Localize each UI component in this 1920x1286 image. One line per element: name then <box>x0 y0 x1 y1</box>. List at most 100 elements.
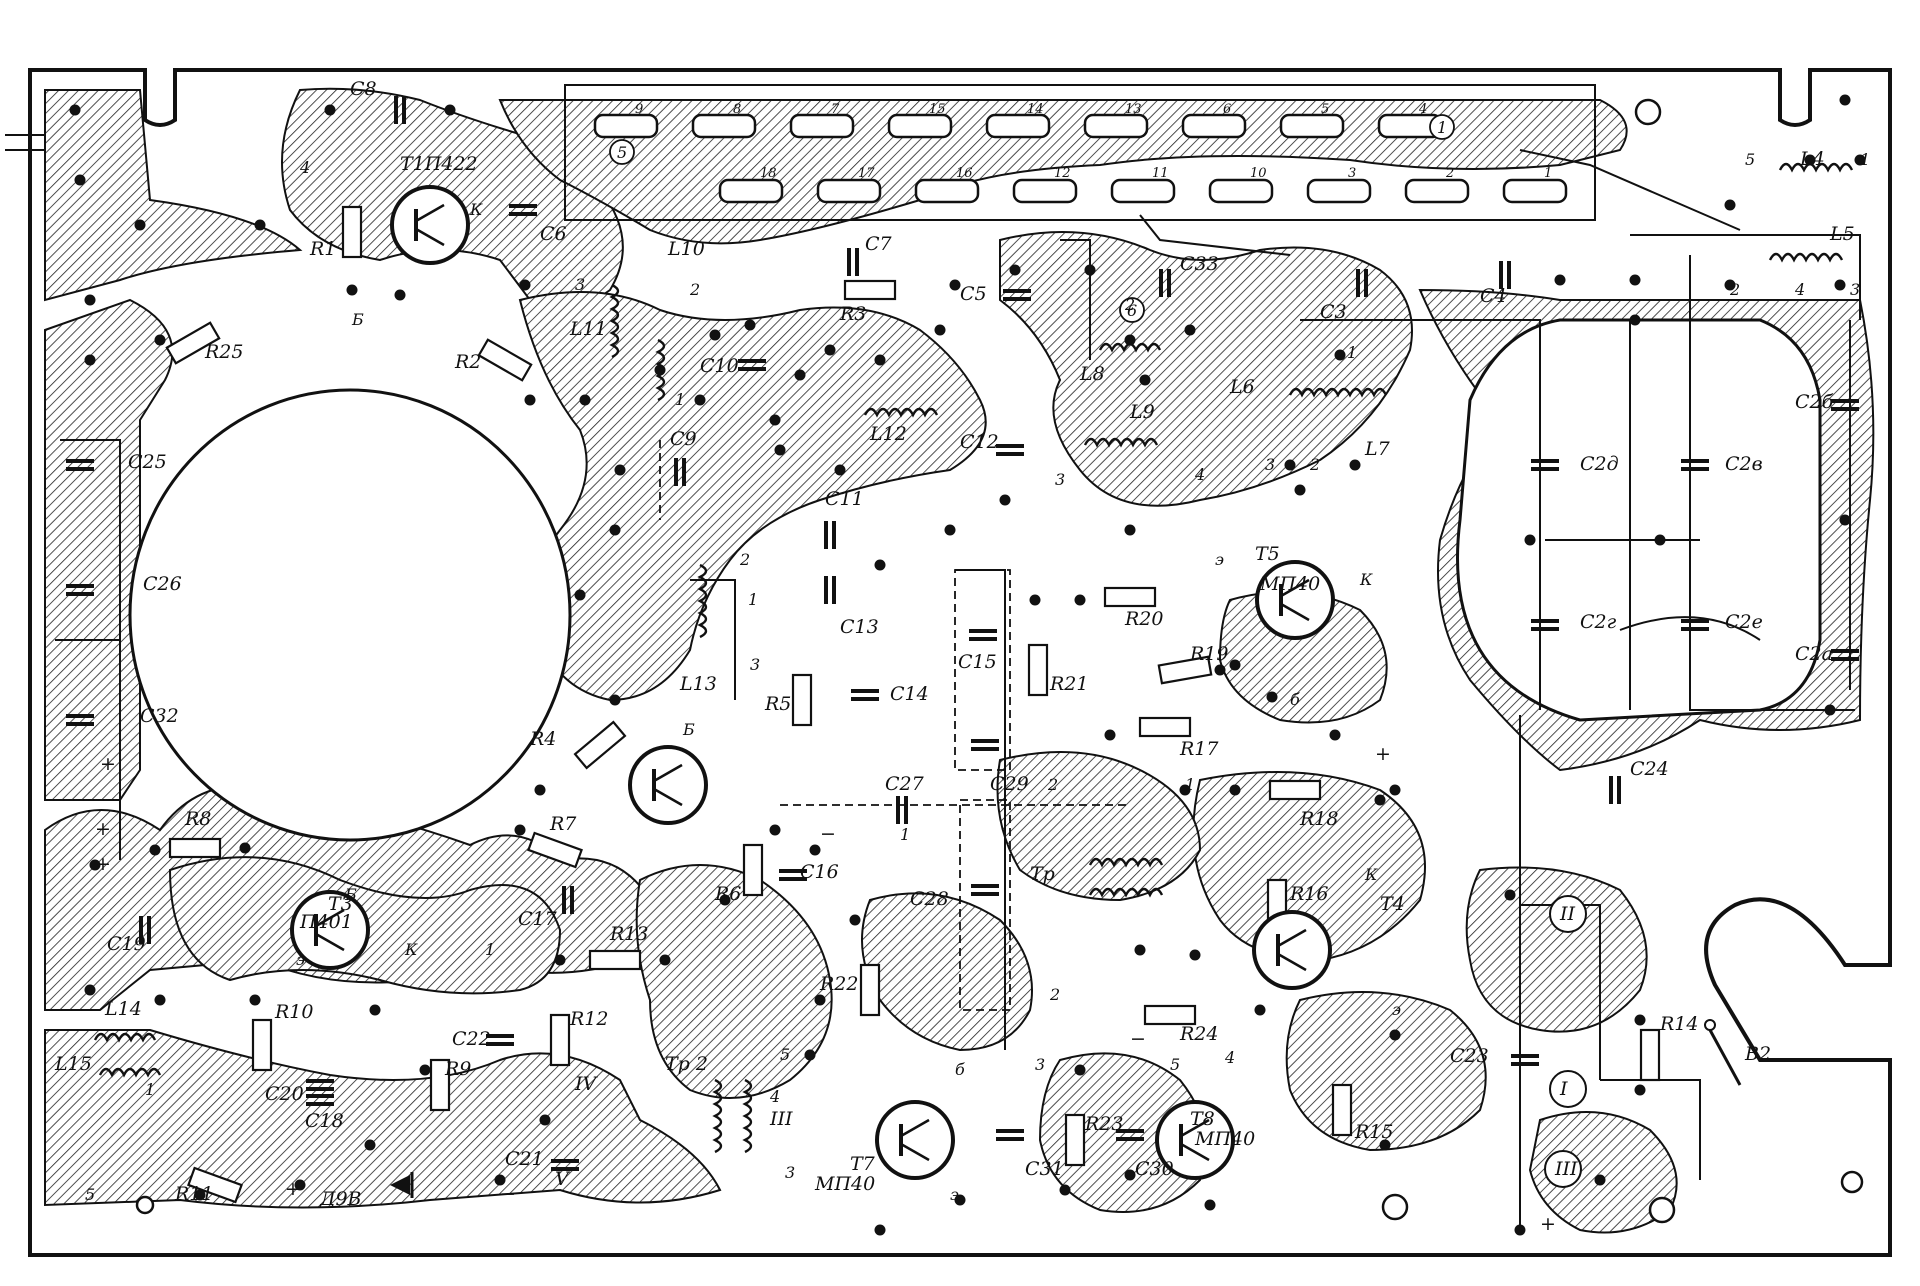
resistor-body <box>742 843 764 897</box>
speaker-opening <box>128 388 572 842</box>
solder-point <box>874 354 886 366</box>
connector-pad <box>1502 178 1568 204</box>
solder-point <box>1214 664 1226 676</box>
component-label: 3 <box>750 655 760 674</box>
capacitor <box>394 96 406 124</box>
component-label: 2 <box>1124 295 1135 314</box>
coil-winding <box>1288 387 1388 398</box>
component-label: П401 <box>299 911 353 933</box>
coil-winding <box>1088 887 1164 898</box>
capacitor <box>551 1159 579 1171</box>
solder-point <box>874 559 886 571</box>
component-label: C30 <box>1135 1158 1174 1180</box>
solder-point <box>794 369 806 381</box>
component-label: 1 <box>1860 150 1870 169</box>
component-label: I <box>1559 1078 1568 1100</box>
solder-point <box>1104 729 1116 741</box>
component-label: C29 <box>990 773 1029 795</box>
solder-point <box>294 1179 306 1191</box>
resistor-body <box>165 321 221 365</box>
transistor-body <box>1255 560 1335 640</box>
component-label: 3 <box>1035 1055 1045 1074</box>
capacitor <box>971 739 999 751</box>
component-label: L4 <box>1799 148 1825 170</box>
component-label: − <box>820 823 836 845</box>
pad-number: 1 <box>1544 166 1552 181</box>
component-label: C2г <box>1580 611 1617 633</box>
component-label: 3 <box>1055 470 1065 489</box>
resistor-body <box>791 673 813 727</box>
solder-point <box>1254 1004 1266 1016</box>
component-label: L14 <box>104 998 142 1020</box>
solder-point <box>1229 784 1241 796</box>
component-label: C17 <box>518 908 558 930</box>
component-label: К <box>1359 570 1373 589</box>
component-label: R23 <box>1084 1113 1123 1135</box>
solder-point <box>1124 1169 1136 1181</box>
solder-point <box>419 1064 431 1076</box>
component-label: э <box>1392 1000 1401 1019</box>
component-label: C10 <box>700 355 739 377</box>
component-label: III <box>1554 1158 1578 1180</box>
solder-point <box>1629 274 1641 286</box>
solder-point <box>954 1194 966 1206</box>
solder-point <box>534 784 546 796</box>
connector-pad <box>1181 113 1247 139</box>
component-label: C18 <box>305 1110 344 1132</box>
capacitor <box>674 458 686 486</box>
component-label: 1 <box>1347 343 1357 362</box>
resistor-body <box>1268 779 1322 801</box>
solder-point <box>1594 1174 1606 1186</box>
capacitor <box>562 886 574 914</box>
component-label: L7 <box>1364 438 1391 460</box>
connector-pad <box>718 178 784 204</box>
solder-point <box>1504 889 1516 901</box>
component-label: 5 <box>1170 1055 1180 1074</box>
pad-number: 14 <box>1027 102 1044 117</box>
component-label: R5 <box>764 693 791 715</box>
resistor-body <box>843 279 897 301</box>
solder-point <box>814 994 826 1006</box>
capacitor <box>1681 619 1709 631</box>
component-label: 2 <box>689 280 700 299</box>
solder-point <box>874 1224 886 1236</box>
component-label: C8 <box>350 78 377 100</box>
capacitor <box>847 248 859 276</box>
transistor-body <box>875 1100 955 1180</box>
component-label: C4 <box>1480 285 1507 307</box>
component-label: C33 <box>1180 253 1219 275</box>
solder-point <box>134 219 146 231</box>
solder-point <box>1179 784 1191 796</box>
connector-pad <box>1012 178 1078 204</box>
terminal-ring <box>1544 1150 1582 1188</box>
component-label: IV <box>574 1073 599 1095</box>
pad-number: 15 <box>929 102 946 117</box>
component-label: C27 <box>885 773 925 795</box>
capacitor <box>1681 459 1709 471</box>
component-label: C31 <box>1025 1158 1064 1180</box>
component-label: R8 <box>184 808 211 830</box>
component-label: C11 <box>825 488 864 510</box>
component-label: Tp <box>1030 863 1055 885</box>
capacitor <box>306 1094 334 1106</box>
component-label: C5 <box>960 283 987 305</box>
transistors-layer <box>290 185 1335 1180</box>
component-label: К <box>1364 865 1378 884</box>
capacitor <box>738 359 766 371</box>
connector-pad <box>914 178 980 204</box>
connector-pad <box>985 113 1051 139</box>
coil-winding <box>609 283 620 359</box>
capacitor <box>486 1034 514 1046</box>
solder-point <box>1189 949 1201 961</box>
component-label: 1 <box>1437 118 1447 137</box>
solder-point <box>1059 1184 1071 1196</box>
solder-point <box>1524 534 1536 546</box>
transistor-body <box>1252 910 1332 990</box>
connector-pad <box>1306 178 1372 204</box>
solder-point <box>1374 794 1386 806</box>
component-label: C16 <box>800 861 839 883</box>
resistor-body <box>859 963 881 1017</box>
